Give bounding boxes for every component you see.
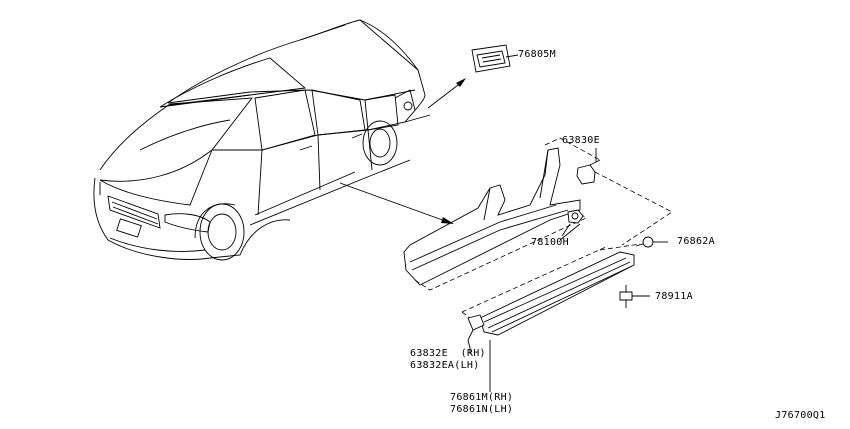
outer-sill-part xyxy=(461,243,641,349)
clip-63830e xyxy=(576,159,673,246)
diagram-code: J76700Q1 xyxy=(775,410,826,421)
emblem-part xyxy=(471,44,519,73)
screw-76862a xyxy=(635,236,668,248)
label-76861n: 76861N(LH) xyxy=(450,404,514,415)
label-76805m: 76805M xyxy=(518,49,556,60)
clip-78911a xyxy=(619,285,650,308)
label-78911a: 78911A xyxy=(655,291,693,302)
label-63832ea: 63832EA(LH) xyxy=(410,360,480,371)
label-63832e: 63832E (RH) xyxy=(410,348,486,359)
clip-78100h xyxy=(561,209,584,237)
label-76862a: 76862A xyxy=(677,236,715,247)
car-illustration xyxy=(93,19,431,261)
label-76861m: 76861M(RH) xyxy=(450,392,514,403)
leader-arrows xyxy=(339,78,466,224)
label-63830e: 63830E xyxy=(562,135,600,146)
label-78100h: 78100H xyxy=(531,237,569,248)
